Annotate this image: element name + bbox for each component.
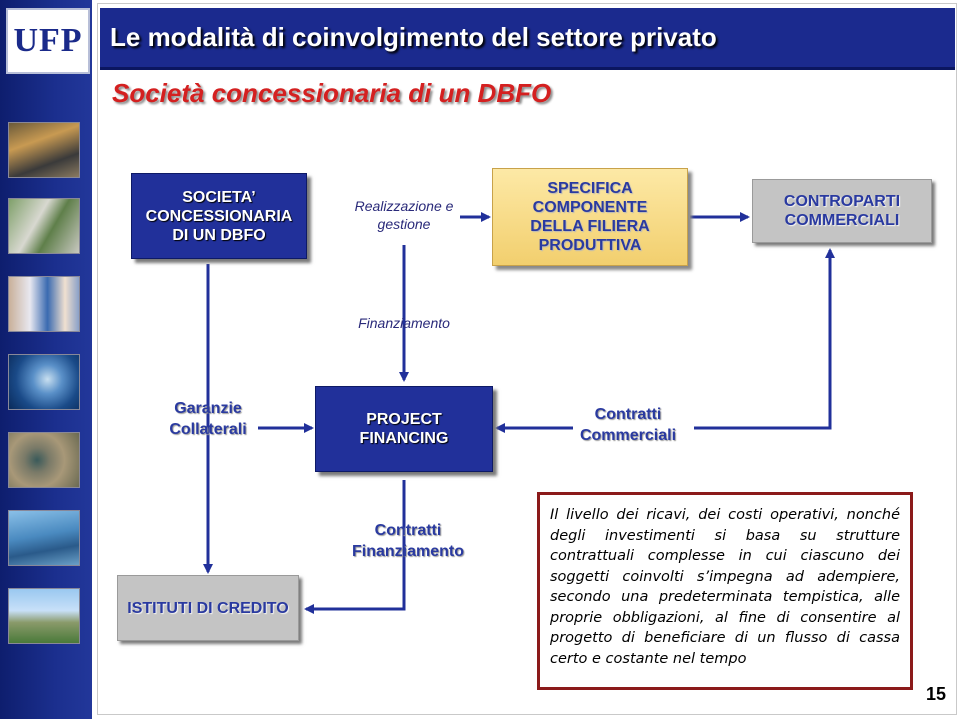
- istituti-credito-label: ISTITUTI DI CREDITO: [127, 599, 289, 617]
- societa-concessionaria-box: SOCIETA’ CONCESSIONARIA DI UN DBFO: [131, 173, 307, 259]
- highway-photo: [8, 198, 80, 254]
- sidebar: UFP: [0, 0, 92, 719]
- realizzazione-label: Realizzazione e gestione: [354, 198, 454, 232]
- contratti-finanziamento-label: Contratti Finanziamento: [351, 522, 464, 560]
- station-photo: [8, 122, 80, 178]
- page-frame: [97, 3, 957, 715]
- project-financing-label: PROJECT FINANCING: [359, 411, 449, 447]
- description-text: Il livello dei ricavi, dei costi operati…: [550, 507, 900, 667]
- satellite-dish-photo: [8, 354, 80, 410]
- title-bar: Le modalità di coinvolgimento del settor…: [100, 8, 955, 70]
- specifica-componente-box: SPECIFICA COMPONENTE DELLA FILIERA PRODU…: [492, 168, 688, 266]
- page-title: Le modalità di coinvolgimento del settor…: [110, 22, 717, 52]
- controparti-commerciali-label: CONTROPARTI COMMERCIALI: [783, 193, 901, 229]
- contratti-commerciali-label: Contratti Commerciali: [579, 406, 677, 444]
- garanzie-collaterali-label: Garanzie Collaterali: [169, 400, 247, 438]
- bridge-photo: [8, 510, 80, 566]
- controparti-commerciali-box: CONTROPARTI COMMERCIALI: [752, 179, 932, 243]
- arrow-project-to-istituti: [304, 480, 406, 614]
- page-subtitle: Società concessionaria di un DBFO: [112, 78, 552, 108]
- specifica-componente-label: SPECIFICA COMPONENTE DELLA FILIERA PRODU…: [530, 180, 650, 254]
- arrow-to-controparti-from-contratti: [694, 248, 835, 430]
- finanziamento-label: Finanziamento: [358, 315, 450, 331]
- description-textbox: Il livello dei ricavi, dei costi operati…: [537, 492, 913, 690]
- building-photo: [8, 588, 80, 644]
- ufp-logo: UFP: [6, 8, 90, 74]
- medical-photo: [8, 276, 80, 332]
- water-treatment-photo: [8, 432, 80, 488]
- project-financing-box: PROJECT FINANCING: [315, 386, 493, 472]
- page-number: 15: [926, 684, 947, 704]
- societa-concessionaria-label: SOCIETA’ CONCESSIONARIA DI UN DBFO: [145, 188, 293, 244]
- istituti-credito-box: ISTITUTI DI CREDITO: [117, 575, 299, 641]
